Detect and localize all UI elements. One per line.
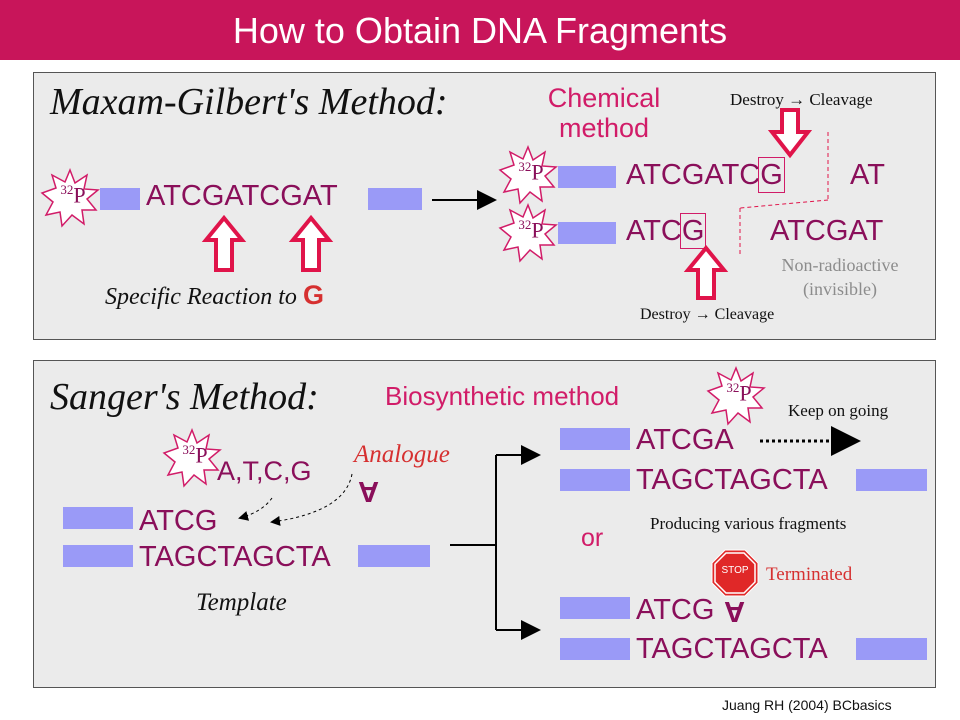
fragment2-bar: [558, 222, 616, 244]
fragment1-bar: [558, 166, 616, 188]
product1-template: TAGCTAGCTA: [636, 464, 828, 496]
nucleotide-dashed-arrow: [238, 497, 273, 521]
template-label: Template: [196, 589, 287, 616]
template-bar-left: [63, 545, 133, 567]
radiolabel-star-icon: 32P: [498, 202, 558, 263]
fragment2-tail: ATCGAT: [770, 215, 884, 247]
maxam-heading: Maxam-Gilbert's Method:: [50, 81, 448, 123]
reaction-base-g: G: [302, 280, 324, 310]
dna-bar-left: [100, 188, 140, 210]
up-arrow-icon: [683, 244, 729, 300]
sanger-heading: Sanger's Method:: [50, 376, 319, 418]
fragment1-tail: AT: [850, 159, 885, 191]
maxam-sequence: ATCGATCGAT: [146, 180, 338, 212]
stop-sign-text: STOP: [721, 565, 749, 576]
product2-sequence: ATCG: [636, 594, 715, 626]
radiolabel-text: 32P: [726, 380, 752, 406]
primer-bar: [63, 507, 133, 529]
product2-template-bar-right: [856, 638, 927, 660]
specific-reaction-label: Specific Reaction to G: [105, 280, 324, 310]
analogue-dashed-arrow: [270, 473, 353, 526]
page-title: How to Obtain DNA Fragments: [232, 10, 728, 51]
credit-text: Juang RH (2004) BCbasics: [722, 697, 892, 713]
destroy-cleavage-bottom: Destroy → Cleavage: [640, 306, 775, 323]
destroy-cleavage-top: Destroy → Cleavage: [730, 90, 873, 109]
fragment1-sequence: ATCGATCG: [626, 157, 785, 193]
title-banner: [0, 0, 960, 60]
chemical-method-line2: method: [558, 113, 650, 143]
product2-template-bar-left: [560, 638, 630, 660]
template-bar-right: [358, 545, 430, 567]
up-arrow-icon: [288, 214, 334, 272]
radiolabel-text: 32P: [518, 217, 544, 243]
radiolabel-star-icon: 32P: [40, 167, 100, 228]
biosynthetic-method-label: Biosynthetic method: [385, 381, 620, 411]
radiolabel-text: 32P: [518, 159, 544, 185]
product1-template-bar-right: [856, 469, 927, 491]
dna-bar-right: [368, 188, 422, 210]
radiolabel-text: 32P: [182, 442, 208, 468]
producing-fragments-label: Producing various fragments: [650, 514, 847, 533]
template-sequence: TAGCTAGCTA: [139, 541, 331, 573]
terminated-label: Terminated: [766, 564, 853, 585]
fragment1-boxed-g: G: [758, 157, 785, 193]
radiolabel-star-icon: 32P: [706, 365, 766, 426]
product1-template-bar-left: [560, 469, 630, 491]
product2-template: TAGCTAGCTA: [636, 633, 828, 665]
fragment2-sequence: ATCG: [626, 213, 707, 249]
non-radioactive-label: Non-radioactive (invisible): [781, 255, 899, 299]
cleavage-dashed-line: [739, 199, 829, 209]
analogue-label: Analogue: [354, 441, 450, 468]
up-arrow-icon: [201, 214, 247, 272]
keep-on-going-label: Keep on going: [788, 401, 889, 420]
radiolabel-text: 32P: [60, 182, 86, 208]
product1-primer-bar: [560, 428, 630, 450]
radiolabel-star-icon: 32P: [162, 427, 222, 488]
chemical-method-label: Chemical method: [524, 83, 684, 143]
nucleotides-label: A,T,C,G: [217, 456, 312, 486]
product2-primer-bar: [560, 597, 630, 619]
sanger-panel: [33, 360, 936, 688]
chemical-method-line1: Chemical: [547, 83, 661, 113]
radiolabel-star-icon: 32P: [498, 144, 558, 205]
or-label: or: [581, 524, 604, 552]
product1-sequence: ATCGA: [636, 424, 734, 456]
stop-sign-icon: STOP: [710, 548, 760, 598]
primer-sequence: ATCG: [139, 505, 218, 537]
down-arrow-icon: [767, 108, 813, 159]
fragment2-boxed-g: G: [679, 213, 707, 249]
